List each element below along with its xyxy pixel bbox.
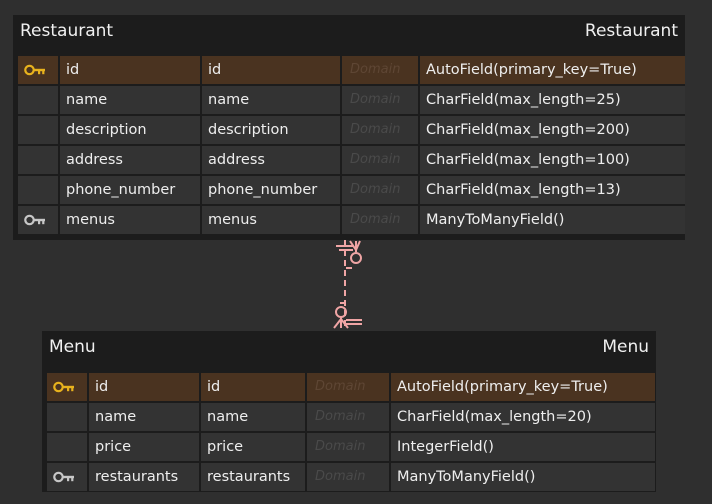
column-name: description [202,116,340,144]
column-name: name [202,86,340,114]
data-type: ManyToManyField() [391,463,655,491]
column-name: id [202,56,340,84]
attribute-name: id [89,373,199,401]
entity-table-name: Restaurant [584,21,678,41]
column-name: menus [202,206,340,234]
data-type: CharField(max_length=25) [420,86,685,114]
data-type: CharField(max_length=20) [391,403,655,431]
column-name: phone_number [202,176,340,204]
domain-cell: Domain [342,206,418,234]
key-cell [47,403,87,431]
entity-table-name: Menu [602,337,649,357]
attribute-name: price [89,433,199,461]
key-cell [47,373,87,401]
data-type: CharField(max_length=100) [420,146,685,174]
attribute-name: restaurants [89,463,199,491]
domain-cell: Domain [307,463,389,491]
key-cell [47,433,87,461]
attribute-name: id [60,56,200,84]
entity-header: Menu Menu [42,331,656,365]
key-cell [18,86,58,114]
attribute-name: name [60,86,200,114]
key-cell [18,116,58,144]
domain-cell: Domain [307,373,389,401]
data-type: ManyToManyField() [420,206,685,234]
domain-cell: Domain [342,56,418,84]
attribute-name: description [60,116,200,144]
column-name: id [201,373,305,401]
domain-cell: Domain [342,116,418,144]
domain-cell: Domain [342,86,418,114]
key-cell [18,206,58,234]
crow-foot-bottom-icon [333,302,362,329]
domain-cell: Domain [307,433,389,461]
domain-cell: Domain [307,403,389,431]
entity-name: Menu [49,337,96,357]
column-name: restaurants [201,463,305,491]
attribute-name: name [89,403,199,431]
key-cell [18,146,58,174]
key-cell [18,176,58,204]
entity-name: Restaurant [20,21,114,41]
data-type: IntegerField() [391,433,655,461]
column-name: name [201,403,305,431]
key-cell [47,463,87,491]
column-name: address [202,146,340,174]
domain-cell: Domain [342,176,418,204]
attribute-name: phone_number [60,176,200,204]
data-type: CharField(max_length=13) [420,176,685,204]
data-type: AutoField(primary_key=True) [391,373,655,401]
entity-header: Restaurant Restaurant [13,15,685,49]
attribute-name: menus [60,206,200,234]
data-type: AutoField(primary_key=True) [420,56,685,84]
crow-foot-top-icon [336,240,362,269]
attribute-name: address [60,146,200,174]
data-type: CharField(max_length=200) [420,116,685,144]
domain-cell: Domain [342,146,418,174]
column-name: price [201,433,305,461]
key-cell [18,56,58,84]
